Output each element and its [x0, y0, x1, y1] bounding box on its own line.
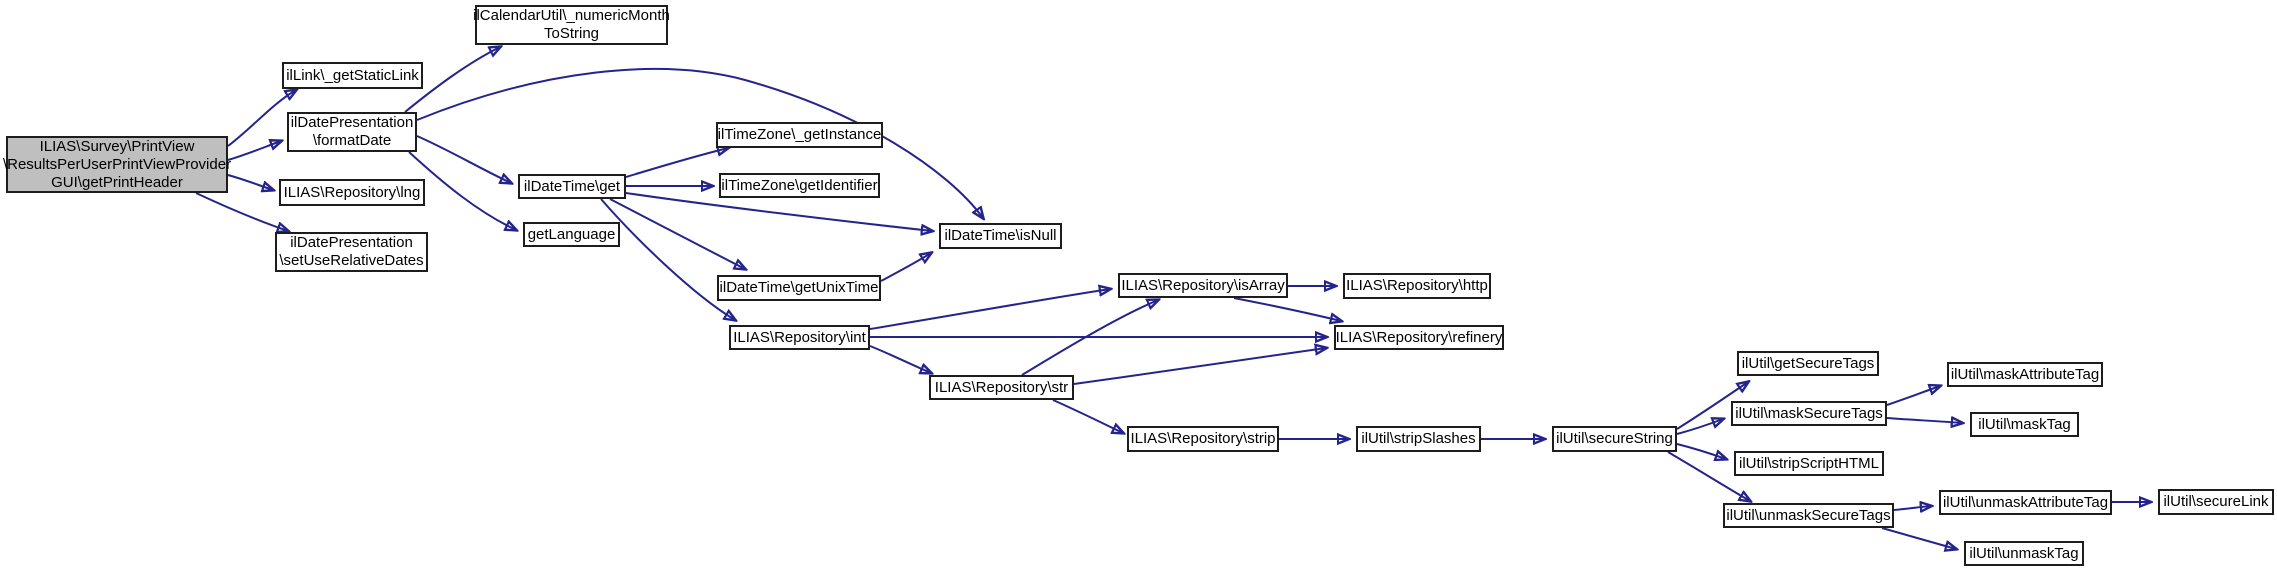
node-maskSecureTags[interactable]: ilUtil\maskSecureTags: [1731, 401, 1887, 426]
node-lng[interactable]: ILIAS\Repository\lng: [279, 179, 425, 206]
edge-get-getInstance: [625, 148, 728, 178]
edge-get-int: [600, 198, 735, 320]
edge-int-isArray: [869, 289, 1110, 330]
node-getIdentifier[interactable]: ilTimeZone\getIdentifier: [719, 173, 880, 198]
edge-maskSecureTags-maskAttributeTag: [1886, 386, 1940, 406]
edge-unmaskSecureTags-unmaskTag: [1881, 527, 1956, 549]
node-getPrintHeader[interactable]: ILIAS\Survey\PrintView \ResultsPerUserPr…: [3, 136, 231, 193]
edge-secureString-maskSecureTags: [1676, 419, 1723, 435]
node-stripSlashes[interactable]: ilUtil\stripSlashes: [1356, 426, 1481, 452]
edge-root-formatDate: [227, 141, 281, 161]
node-isArray[interactable]: ILIAS\Repository\isArray: [1118, 273, 1288, 298]
node-isNull[interactable]: ilDateTime\isNull: [939, 223, 1062, 249]
node-unmaskTag[interactable]: ilUtil\unmaskTag: [1964, 541, 2084, 566]
edge-maskSecureTags-maskTag: [1886, 418, 1962, 423]
edge-str-isArray: [1021, 300, 1158, 376]
node-refinery[interactable]: ILIAS\Repository\refinery: [1334, 325, 1504, 350]
node-maskAttributeTag[interactable]: ilUtil\maskAttributeTag: [1947, 362, 2103, 387]
edge-getUnixTime-isNull: [880, 253, 931, 282]
edge-root-setUseRelativeDates: [195, 192, 288, 231]
node-getSecureTags[interactable]: ilUtil\getSecureTags: [1737, 351, 1879, 376]
node-setUseRelativeDates[interactable]: ilDatePresentation \setUseRelativeDates: [275, 232, 428, 272]
edge-str-refinery: [1073, 348, 1326, 385]
edge-get-isNull: [625, 192, 932, 231]
edge-str-strip: [1052, 399, 1123, 433]
edge-int-str: [869, 345, 931, 373]
edge-formatDate-getLanguage: [408, 151, 516, 230]
edge-get-getUnixTime: [609, 198, 745, 269]
node-formatDate[interactable]: ilDatePresentation \formatDate: [287, 112, 417, 152]
edge-formatDate-get: [416, 135, 511, 183]
node-http[interactable]: ILIAS\Repository\http: [1343, 273, 1491, 299]
edge-root-getStaticLink: [227, 90, 296, 147]
node-getStaticLink[interactable]: ilLink\_getStaticLink: [282, 62, 423, 89]
node-stripScriptHTML[interactable]: ilUtil\stripScriptHTML: [1734, 451, 1884, 476]
edge-secureString-stripScriptHTML: [1676, 443, 1726, 459]
edge-isArray-refinery: [1233, 297, 1341, 321]
node-secureString[interactable]: ilUtil\secureString: [1552, 426, 1677, 452]
node-get[interactable]: ilDateTime\get: [518, 174, 626, 199]
node-unmaskAttributeTag[interactable]: ilUtil\unmaskAttributeTag: [1939, 490, 2112, 515]
edge-unmaskSecureTags-unmaskAttributeTag: [1893, 506, 1931, 510]
node-getUnixTime[interactable]: ilDateTime\getUnixTime: [717, 275, 881, 301]
node-numericMonthToString[interactable]: ilCalendarUtil\_numericMonth ToString: [473, 5, 670, 45]
node-secureLink[interactable]: ilUtil\secureLink: [2158, 489, 2274, 515]
node-int[interactable]: ILIAS\Repository\int: [729, 325, 870, 350]
edge-formatDate-isNull: [416, 68, 983, 218]
node-unmaskSecureTags[interactable]: ilUtil\unmaskSecureTags: [1723, 503, 1894, 528]
node-getInstance[interactable]: ilTimeZone\_getInstance: [716, 122, 883, 148]
node-getLanguage[interactable]: getLanguage: [523, 222, 620, 247]
edge-root-lng: [227, 174, 273, 190]
node-maskTag[interactable]: ilUtil\maskTag: [1970, 412, 2079, 437]
node-str[interactable]: ILIAS\Repository\str: [929, 375, 1074, 400]
node-strip[interactable]: ILIAS\Repository\strip: [1127, 426, 1279, 452]
